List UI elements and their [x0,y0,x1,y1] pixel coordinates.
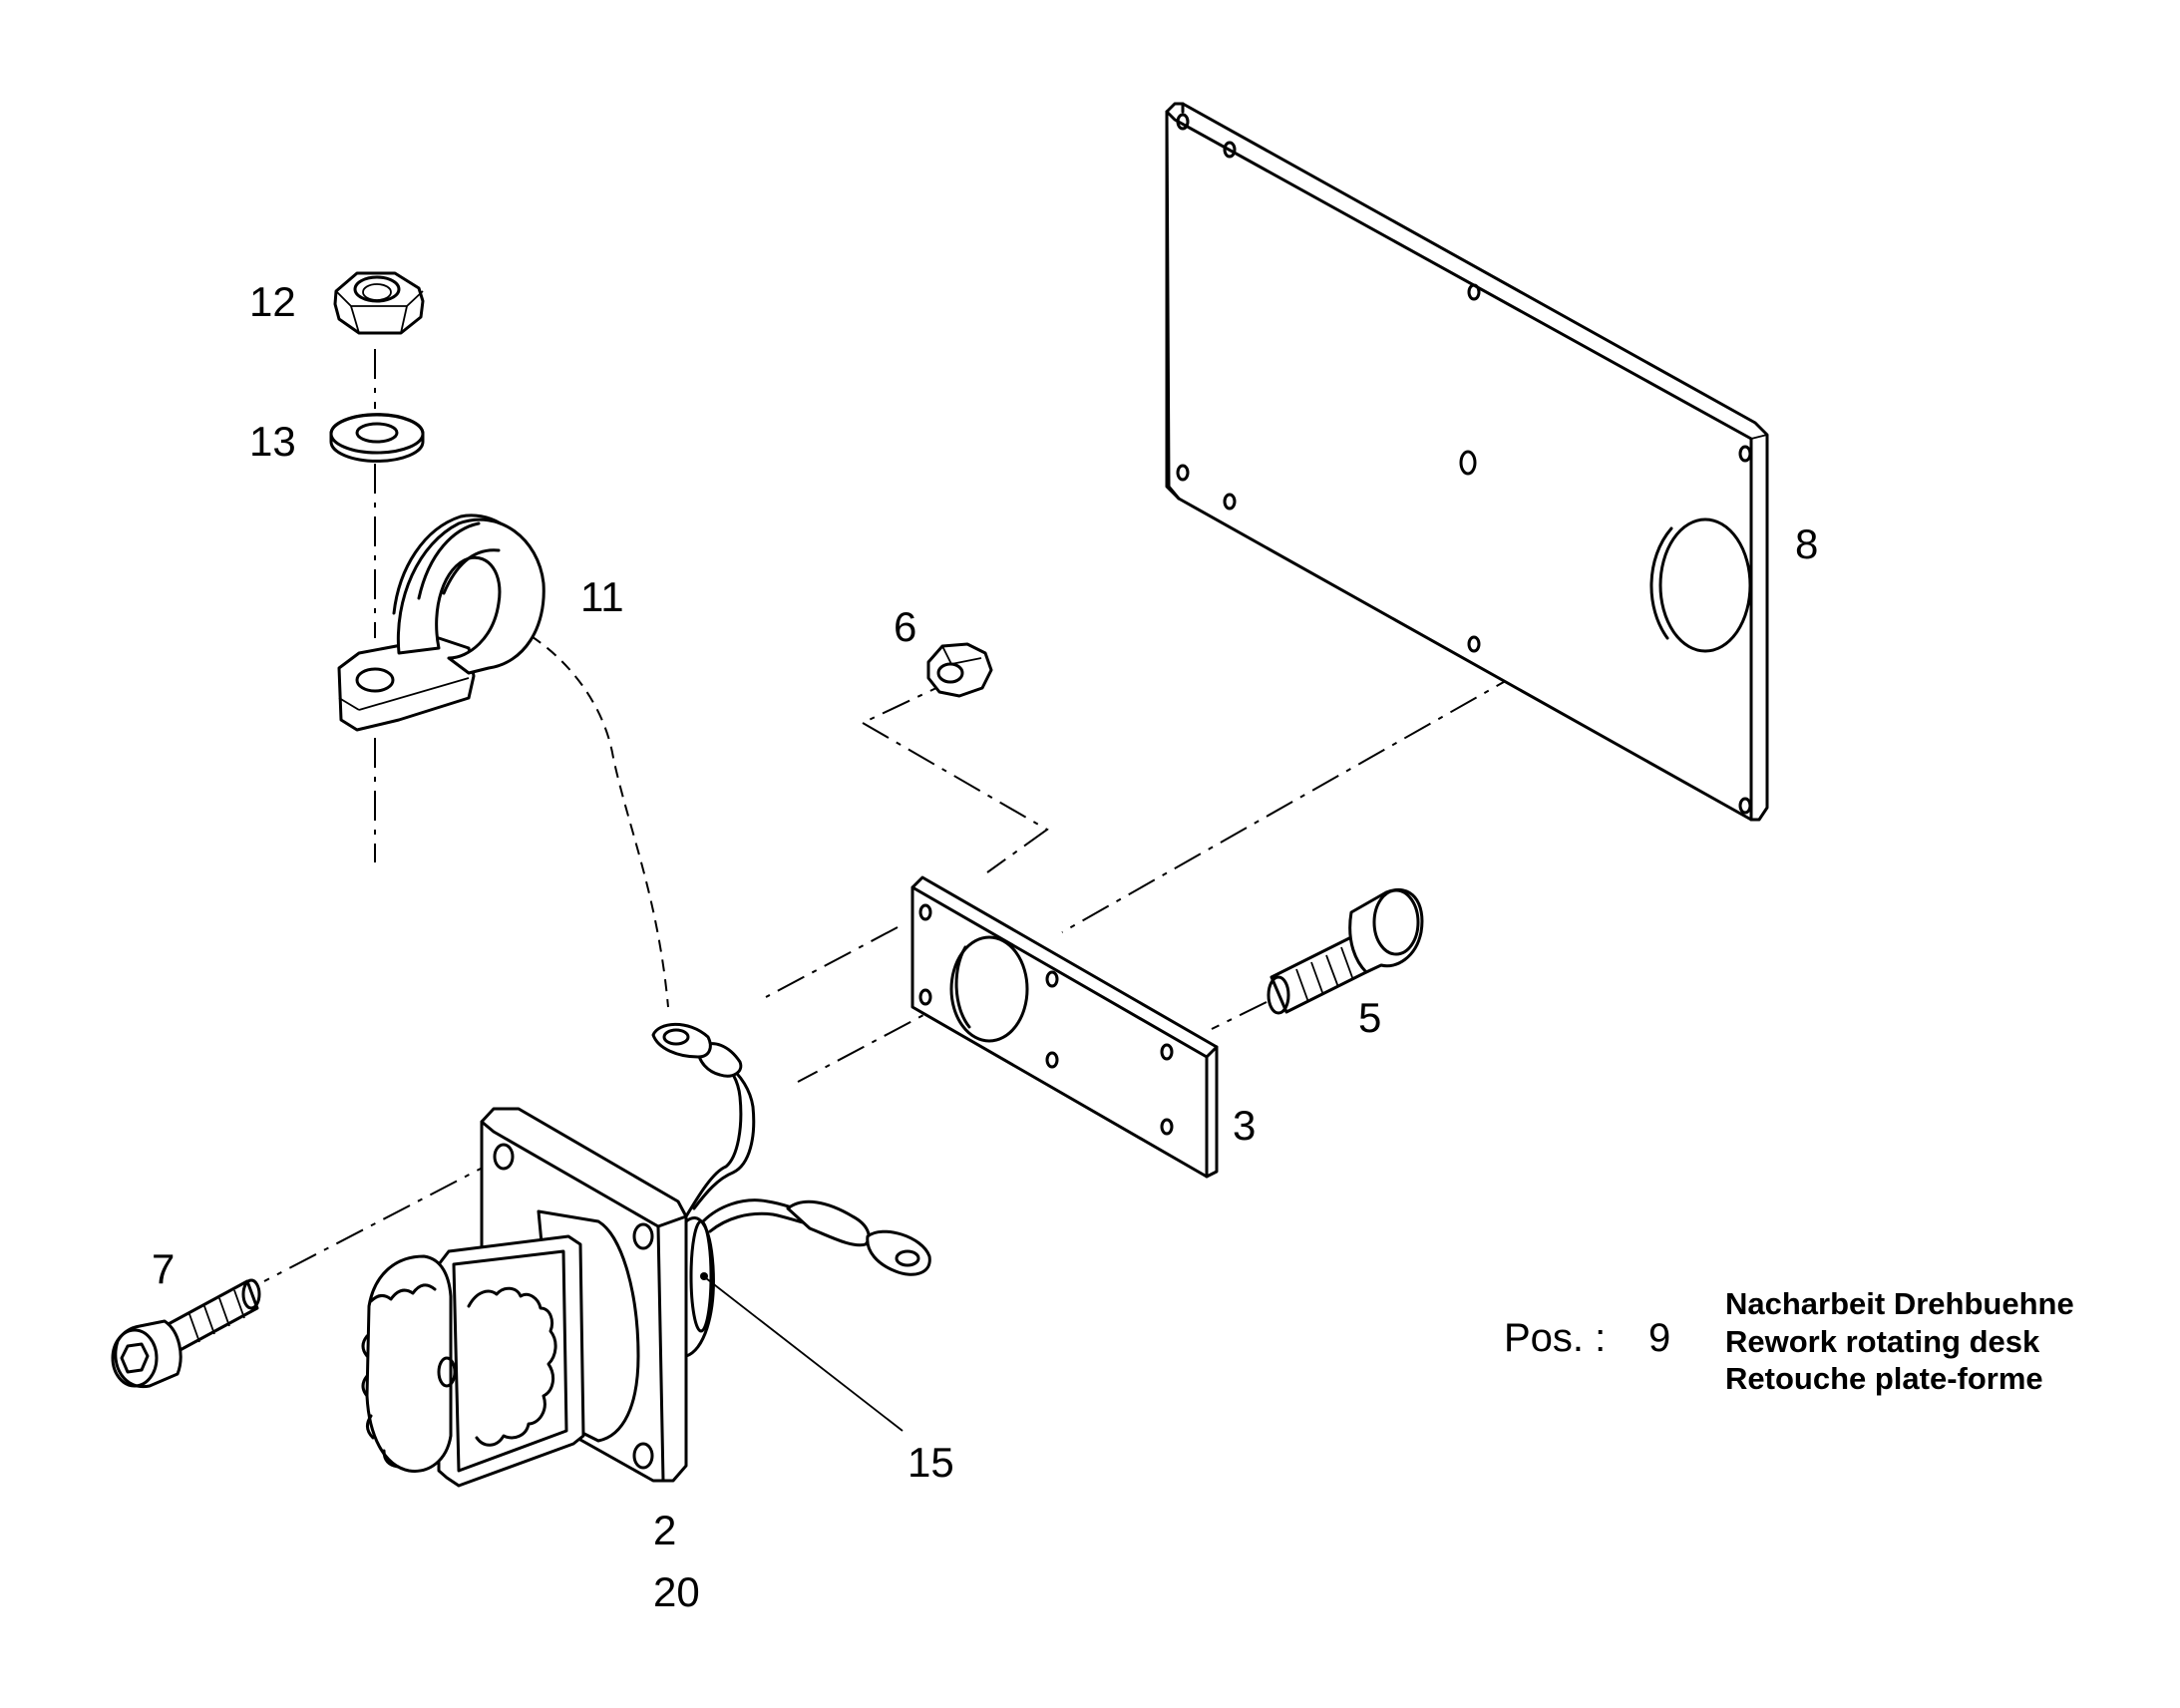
connector-socket-2 [361,1107,715,1488]
hex-nut-12 [333,271,425,335]
mounting-plate-3 [910,875,1219,1179]
cable-wires [651,1022,931,1276]
washer-13 [329,413,425,463]
cable-clamp-11 [337,513,545,732]
position-number: 9 [1648,1316,1671,1360]
part-label-20: 20 [653,1568,700,1615]
description-german: Nacharbeit Drehbuehne [1725,1286,2074,1321]
part-label-7: 7 [152,1245,176,1292]
part-label-12: 12 [249,278,296,325]
nut-6 [926,642,993,698]
cover-plate-8 [1165,102,1769,822]
part-label-6: 6 [894,603,917,650]
cable-route-dashed [513,625,669,1008]
part-label-5: 5 [1358,994,1382,1041]
part-label-11: 11 [580,573,624,620]
part-label-2: 2 [653,1507,677,1553]
position-prefix: Pos. : [1504,1316,1607,1360]
description-english: Rework rotating desk [1725,1324,2040,1359]
cap-screw-7 [111,1278,261,1389]
part-label-8: 8 [1795,520,1819,567]
description-french: Retouche plate-forme [1725,1361,2043,1396]
leader-line-15 [705,1277,904,1432]
part-label-3: 3 [1233,1102,1257,1149]
part-label-13: 13 [249,418,296,465]
part-label-15: 15 [908,1439,954,1486]
cap-screw-5 [1267,887,1424,1015]
